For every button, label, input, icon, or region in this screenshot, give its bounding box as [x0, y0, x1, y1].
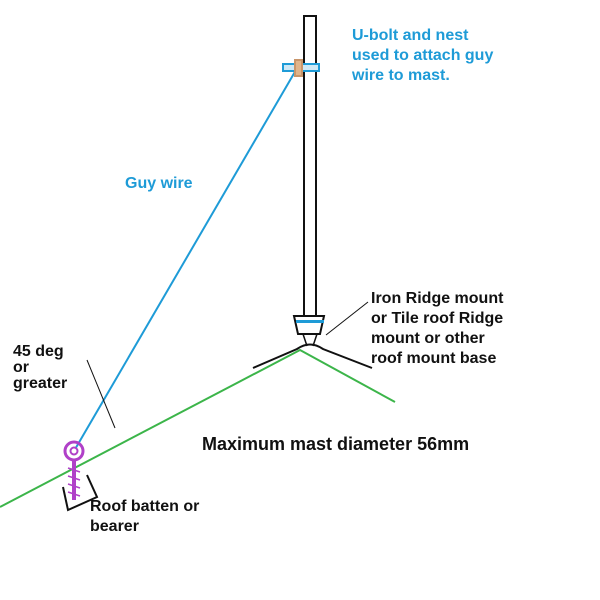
roof-batten-label: Roof batten or bearer — [90, 498, 200, 535]
ubolt-label: U-bolt and nest used to attach guy wire … — [352, 27, 494, 84]
ridge-mount-base — [252, 315, 373, 369]
angle-leader — [86, 359, 116, 429]
angle-label: 45 deg or greater — [13, 343, 68, 392]
roof-line — [0, 348, 396, 508]
max-diameter-label: Maximum mast diameter 56mm — [202, 434, 470, 454]
eye-bolt-icon — [63, 440, 85, 500]
mast — [303, 15, 317, 317]
guy-wire — [73, 69, 297, 452]
ridge-mount-leader — [325, 301, 369, 336]
roof-batten — [62, 474, 99, 512]
ridge-mount-label: Iron Ridge mount or Tile roof Ridge moun… — [371, 290, 504, 367]
guy-wire-label: Guy wire — [125, 175, 193, 192]
ubolt-nest — [282, 59, 320, 77]
